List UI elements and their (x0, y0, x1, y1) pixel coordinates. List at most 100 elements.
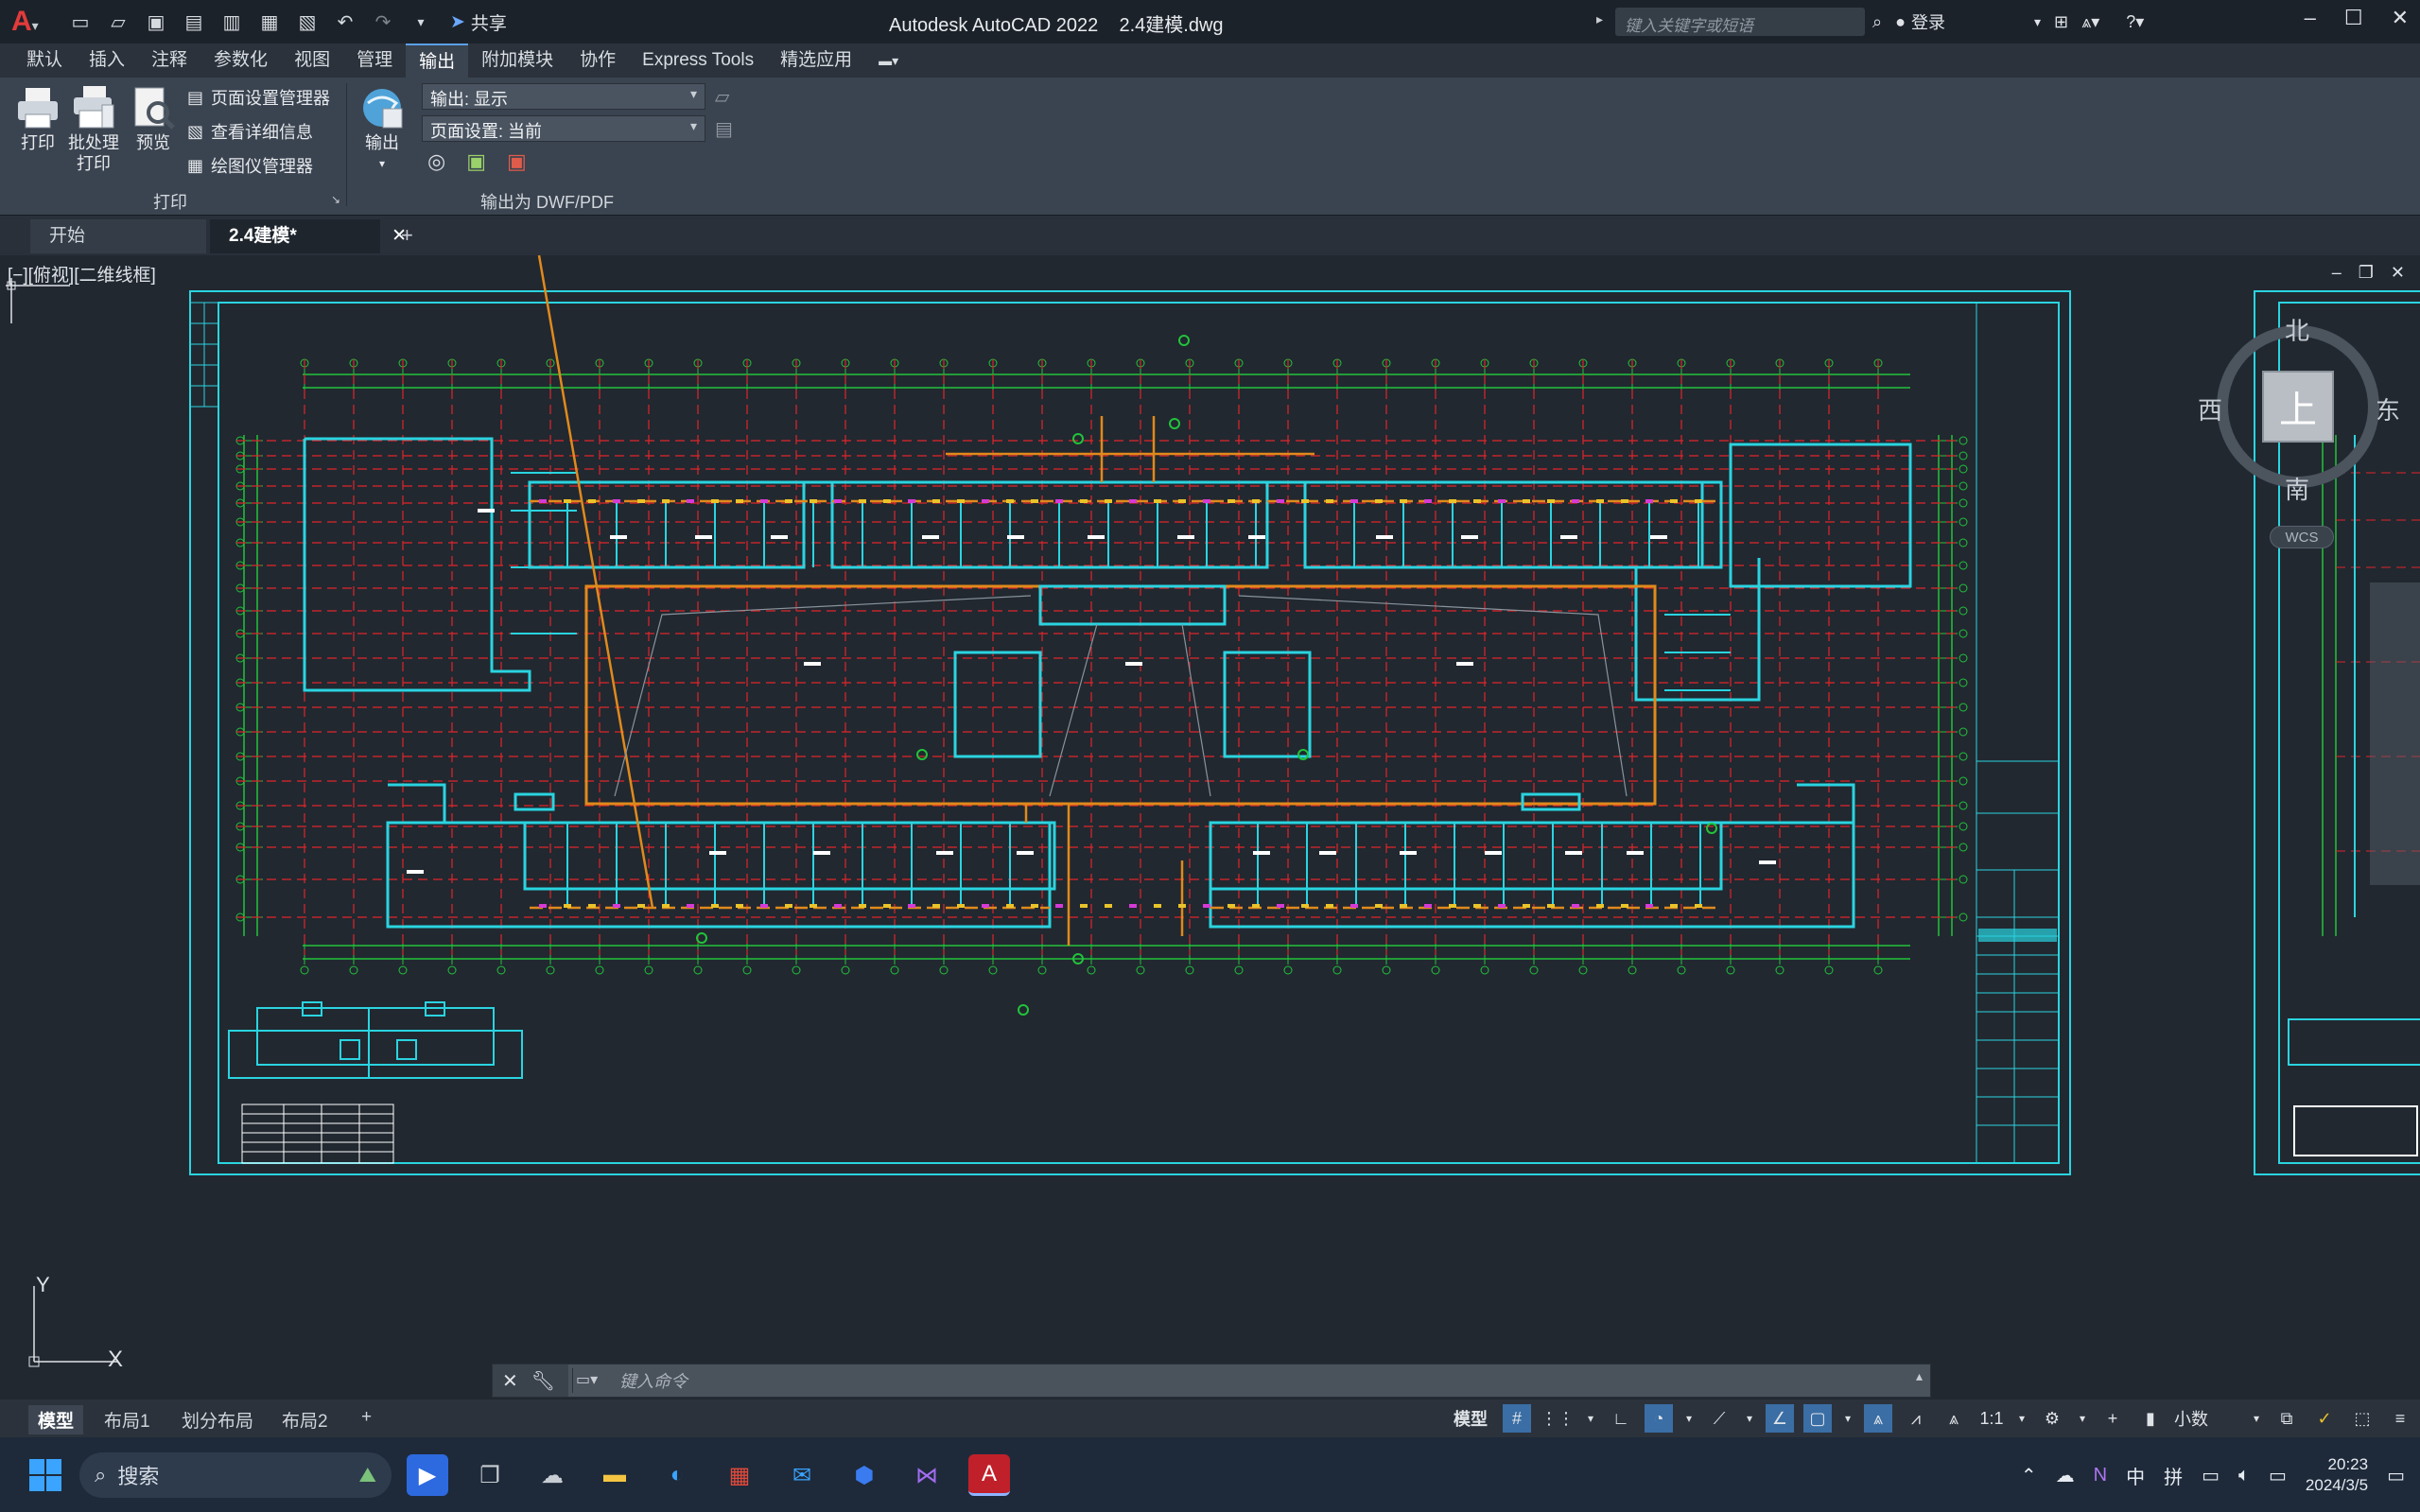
undo-icon[interactable]: ↶ (337, 11, 354, 33)
premiere-app-icon[interactable]: ▶ (407, 1454, 448, 1496)
taskbar-search[interactable]: ⌕ 搜索 ⛰ (79, 1452, 392, 1498)
plotter-manager-button[interactable]: ▦ 绘图仪管理器 (187, 153, 313, 178)
snap-icon[interactable]: ⋮⋮ (1541, 1408, 1575, 1428)
publish-icon[interactable]: ▥ (222, 11, 241, 33)
annotation-visibility-icon[interactable]: ⩓ (1864, 1404, 1892, 1433)
units-icon[interactable]: ▮ (2146, 1408, 2155, 1428)
new-file-icon[interactable]: ▭ (71, 11, 90, 33)
visual-studio-icon[interactable]: ⋈ (915, 1462, 938, 1488)
copilot-app-icon[interactable]: ⬢ (854, 1462, 875, 1488)
ortho-icon[interactable]: ∟ (1612, 1408, 1629, 1428)
minimize-icon[interactable]: – (2304, 6, 2316, 29)
onenote-icon[interactable]: N (2093, 1464, 2108, 1486)
auto-scale-icon[interactable]: ⩘ (1910, 1408, 1922, 1428)
microsoft-store-icon[interactable]: ▦ (728, 1462, 751, 1488)
tray-overflow-icon[interactable]: ⌃ (2020, 1465, 2037, 1486)
help-icon[interactable]: ?▾ (2126, 11, 2145, 31)
save-icon[interactable]: ▣ (147, 11, 165, 33)
polar-icon[interactable]: ◔ (1645, 1404, 1673, 1433)
workspace-dropdown-icon[interactable]: ▾ (2079, 1412, 2086, 1425)
close-tab-icon[interactable]: ✕ (392, 226, 407, 246)
customize-menu-icon[interactable]: ≡ (2394, 1408, 2406, 1428)
tab-active-drawing[interactable]: 2.4建模* ✕ (210, 219, 407, 253)
search-expand-icon[interactable]: ▸ (1596, 11, 1604, 26)
system-clock[interactable]: 20:23 2024/3/5 (2306, 1454, 2368, 1496)
close-icon[interactable]: ✕ (502, 1370, 518, 1392)
units-value[interactable]: 小数 (2174, 1410, 2208, 1429)
battery-icon[interactable]: ▭ (2269, 1465, 2287, 1486)
annotation-scale-value[interactable]: 1:1 (1979, 1408, 2004, 1428)
windows-start-icon[interactable] (25, 1454, 66, 1496)
viewcube-south[interactable]: 南 (2285, 476, 2310, 504)
viewport-close-icon[interactable]: ✕ (2390, 263, 2405, 282)
isodraft-dropdown-icon[interactable]: ▾ (1746, 1412, 1753, 1425)
tab-featured-apps[interactable]: 精选应用 (780, 50, 853, 70)
tab-output[interactable]: 输出 (406, 43, 469, 78)
scale-dropdown-icon[interactable]: ▾ (2018, 1412, 2026, 1425)
hardware-acceleration-icon[interactable]: ✓ (2317, 1408, 2332, 1428)
export-preview-icon[interactable]: ◎ (427, 149, 446, 173)
object-snap-dropdown-icon[interactable]: ▾ (1844, 1412, 1852, 1425)
output-options-icon[interactable]: ▱ (715, 87, 730, 108)
display-icon[interactable]: ▭ (2202, 1465, 2220, 1486)
layout-tab-2[interactable]: 布局2 (282, 1412, 328, 1432)
export-dropdown-icon[interactable]: ▾ (378, 157, 386, 170)
print-icon[interactable]: ▧ (298, 11, 317, 33)
polar-dropdown-icon[interactable]: ▾ (1685, 1412, 1693, 1425)
tab-insert[interactable]: 插入 (89, 50, 126, 70)
maximize-icon[interactable]: ☐ (2343, 6, 2363, 29)
close-icon[interactable]: ✕ (2391, 6, 2409, 29)
ime-language[interactable]: 中 (2126, 1467, 2146, 1488)
search-input[interactable]: 键入关键字或短语 (1615, 8, 1865, 36)
view-details-button[interactable]: ▧ 查看详细信息 (187, 119, 313, 144)
isodraft-icon[interactable]: ⟋ (1713, 1408, 1726, 1428)
mail-icon[interactable]: ✉ (792, 1462, 812, 1488)
object-snap-icon[interactable]: ▢ (1803, 1404, 1832, 1433)
preview-button[interactable]: 预览 (129, 83, 178, 153)
layout-tab-model[interactable]: 模型 (28, 1405, 84, 1434)
autocad-logo-icon[interactable]: A▾ (11, 6, 39, 37)
model-space-button[interactable]: 模型 (1454, 1410, 1488, 1429)
page-setup-options-icon[interactable]: ▤ (715, 119, 733, 140)
isolate-objects-icon[interactable]: ⧉ (2280, 1408, 2293, 1428)
search-icon[interactable]: ⌕ (1872, 11, 1883, 31)
command-expand-icon[interactable]: ▴ (1915, 1368, 1923, 1383)
open-folder-icon[interactable]: ▱ (111, 11, 126, 33)
tab-parametric[interactable]: 参数化 (214, 50, 269, 70)
tab-addins[interactable]: 附加模块 (481, 50, 554, 70)
grid-icon[interactable]: # (1503, 1404, 1531, 1433)
cart-icon[interactable]: ⊞ (2054, 11, 2069, 31)
ribbon-minimize-icon[interactable]: ▬▾ (879, 53, 899, 68)
tab-manage[interactable]: 管理 (357, 50, 393, 70)
new-tab-icon[interactable]: + (401, 223, 413, 247)
drawing-canvas[interactable]: [−][俯视][二维线框] – ❐ ✕ (0, 255, 2420, 1399)
task-view-icon[interactable]: ❐ (479, 1462, 500, 1488)
weather-icon[interactable]: ☁ (541, 1462, 564, 1488)
export-button[interactable]: 输出 ▾ (357, 83, 407, 174)
layout-tab-divide[interactable]: 划分布局 (182, 1412, 254, 1432)
onedrive-icon[interactable]: ☁ (2055, 1465, 2075, 1486)
viewport-minimize-icon[interactable]: – (2331, 263, 2342, 282)
ime-mode[interactable]: 拼 (2164, 1467, 2184, 1488)
viewcube[interactable]: 北 南 东 西 上 WCS (2198, 312, 2400, 548)
viewcube-east[interactable]: 东 (2376, 396, 2401, 425)
command-history-icon[interactable]: ▭▾ (576, 1372, 599, 1388)
layout-tab-1[interactable]: 布局1 (104, 1412, 150, 1432)
autocad-taskbar-icon[interactable]: A (968, 1454, 1010, 1496)
add-layout-icon[interactable]: + (361, 1407, 373, 1427)
snap-dropdown-icon[interactable]: ▾ (1587, 1412, 1594, 1425)
viewcube-north[interactable]: 北 (2285, 317, 2310, 345)
viewcube-top-face[interactable]: 上 (2262, 371, 2334, 443)
wrench-icon[interactable]: 🔧︎ (531, 1370, 556, 1392)
object-snap-tracking-icon[interactable]: ∠ (1766, 1404, 1794, 1433)
file-explorer-icon[interactable]: ▬ (603, 1462, 626, 1487)
viewport-restore-icon[interactable]: ❐ (2358, 263, 2374, 282)
wcs-menu[interactable]: WCS (2270, 526, 2334, 548)
annotation-scale-icon[interactable]: ⩓ (1948, 1408, 1959, 1428)
redo-icon[interactable]: ↷ (374, 11, 392, 33)
notifications-icon[interactable]: ▭ (2387, 1465, 2405, 1486)
tab-collaborate[interactable]: 协作 (580, 50, 617, 70)
command-input[interactable]: 键入命令 (619, 1372, 688, 1391)
signin-dropdown-icon[interactable]: ▾ (2033, 13, 2041, 29)
tab-view[interactable]: 视图 (294, 50, 331, 70)
